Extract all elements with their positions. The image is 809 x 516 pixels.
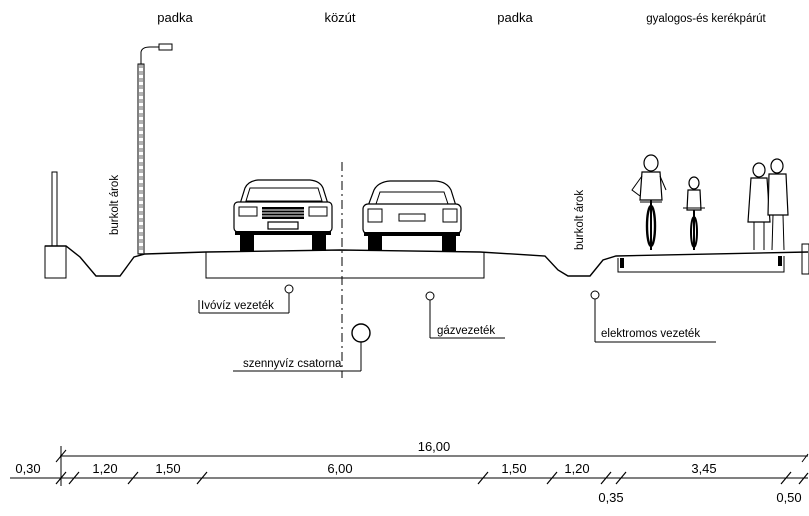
dim-d2: 1,20: [92, 461, 117, 476]
dim-total: 16,00: [418, 439, 451, 454]
pedestrians: [747, 158, 789, 251]
dim-d4: 6,00: [327, 461, 352, 476]
utility-gas: [425, 291, 505, 339]
cyclist-child: [683, 176, 705, 250]
dim-d5: 1,50: [501, 461, 526, 476]
utility-label-gas: gázvezeték: [437, 325, 495, 337]
dim-d9: 0,50: [776, 490, 801, 505]
cyclist-adult: [631, 154, 667, 250]
ditch-label-right: burkolt árok: [574, 190, 586, 250]
utility-sewer: [233, 323, 371, 372]
utility-label-water: Ivóvíz vezeték: [201, 300, 274, 312]
utility-electric: [590, 290, 716, 343]
zone-label-road: közút: [324, 10, 355, 25]
zone-label-path: gyalogos-és kerékpárút: [646, 13, 766, 25]
dimension-lines: [10, 446, 809, 486]
ditch-label-left: burkolt árok: [109, 175, 121, 235]
dim-d7: 3,45: [691, 461, 716, 476]
dim-d3: 1,50: [155, 461, 180, 476]
street-lamp: [137, 43, 173, 255]
dim-d8: 0,35: [598, 490, 623, 505]
dim-d6: 1,20: [564, 461, 589, 476]
ground-profile: [44, 171, 809, 279]
utility-label-electric: elektromos vezeték: [601, 328, 700, 340]
zone-label-padka-right: padka: [497, 10, 533, 25]
car-right: [362, 180, 462, 251]
utility-water: [198, 284, 294, 314]
car-left: [233, 179, 333, 251]
utility-label-sewer: szennyvíz csatorna: [243, 358, 342, 370]
dim-d1: 0,30: [15, 461, 40, 476]
zone-label-padka-left: padka: [157, 10, 193, 25]
